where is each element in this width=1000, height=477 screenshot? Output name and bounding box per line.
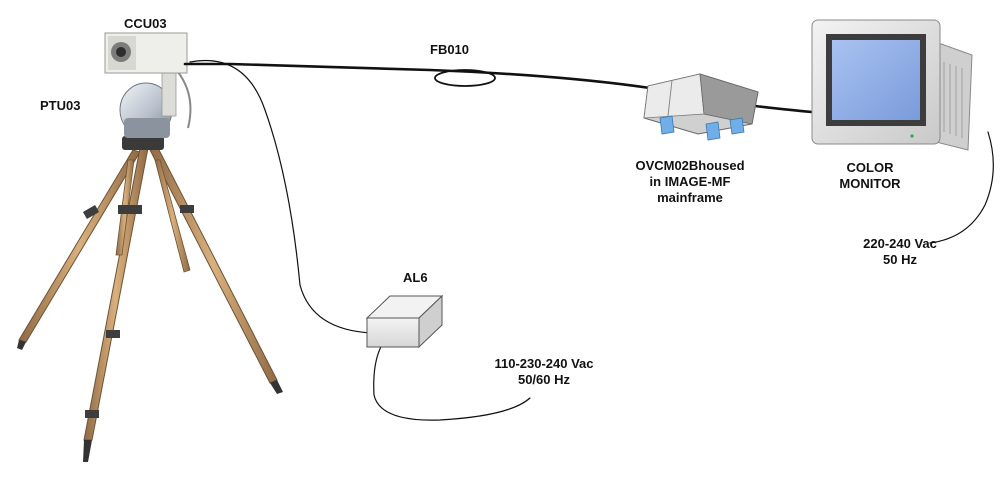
converter-label-line-1: OVCM02Bhoused — [635, 158, 745, 173]
camera — [104, 32, 188, 74]
camera-label: CCU03 — [124, 16, 167, 31]
color-monitor — [811, 19, 973, 151]
psu-power-frequency: 50/60 Hz — [517, 372, 571, 387]
pan-tilt-label: PTU03 — [40, 98, 81, 113]
monitor-power-voltage: 220-240 Vac — [863, 236, 937, 251]
psu-power-voltage: 110-230-240 Vac — [494, 356, 594, 371]
converter-mainframe — [643, 73, 759, 141]
pan-tilt-unit — [119, 69, 192, 138]
monitor-power-frequency: 50 Hz — [883, 252, 917, 267]
converter-label-line-3: mainframe — [657, 190, 723, 205]
monitor-label-line-2: MONITOR — [839, 176, 901, 191]
psu-label: AL6 — [403, 270, 428, 285]
power-supply-box — [365, 294, 444, 349]
monitor-label: COLOR MONITOR — [820, 160, 920, 192]
psu-power-label: 110-230-240 Vac 50/60 Hz — [478, 356, 610, 388]
monitor-power-label: 220-240 Vac 50 Hz — [850, 236, 950, 268]
tripod — [17, 136, 283, 462]
converter-label: OVCM02Bhoused in IMAGE-MF mainframe — [620, 158, 760, 206]
fiber-label: FB010 — [430, 42, 470, 57]
converter-label-line-2: in IMAGE-MF — [649, 174, 731, 189]
cables — [183, 60, 994, 421]
monitor-label-line-1: COLOR — [846, 160, 894, 175]
